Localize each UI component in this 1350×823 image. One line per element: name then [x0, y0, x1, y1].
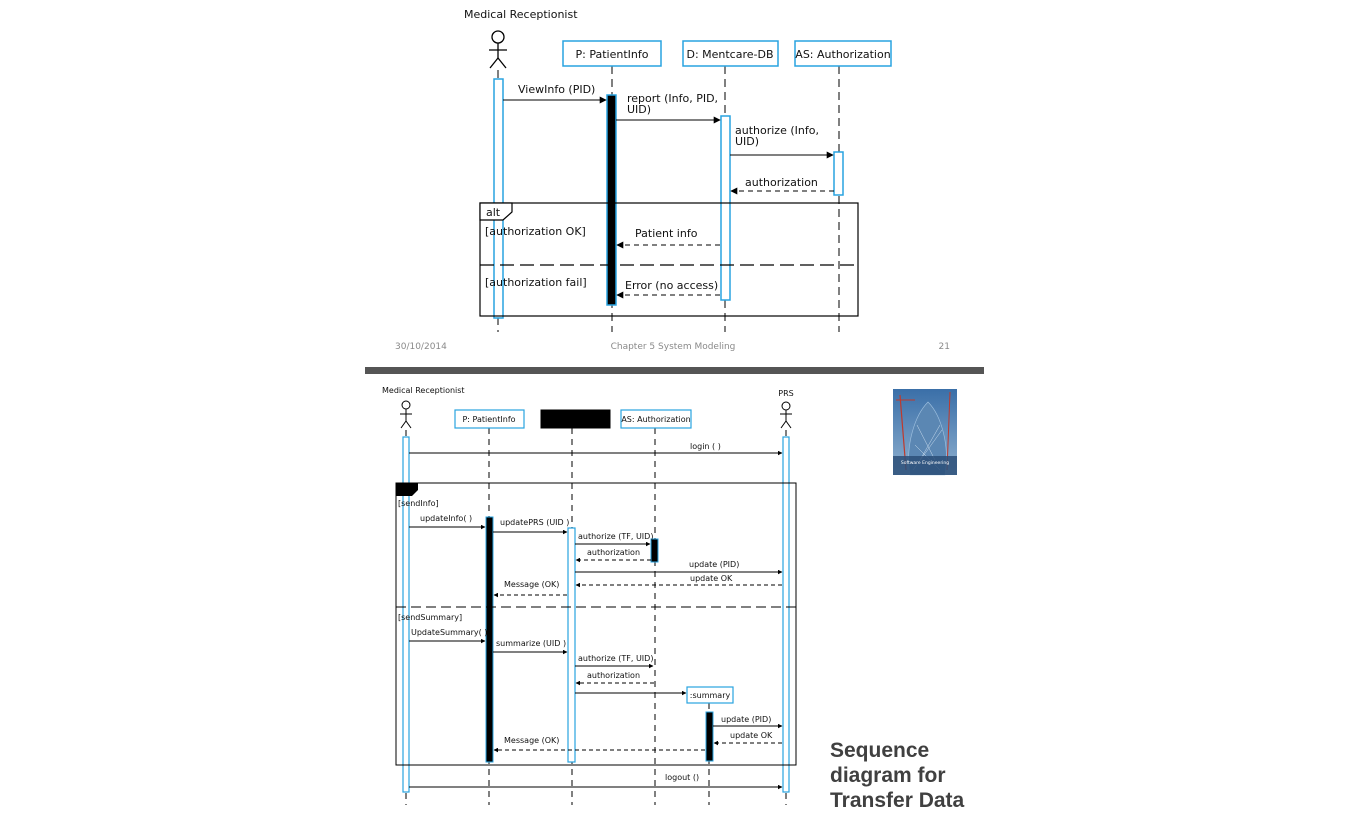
actor-right-icon	[780, 401, 792, 429]
message-authorize-2: authorize (TF, UID)	[578, 654, 653, 663]
lifeline-box-authorization-2	[620, 409, 692, 429]
actor-icon	[489, 30, 507, 69]
lifeline-box-patientinfo	[562, 40, 662, 67]
message-updateprs: updatePRS (UID )	[500, 518, 569, 527]
message-logout: logout ()	[665, 773, 699, 782]
activation-prs	[782, 436, 790, 793]
message-login: login ( )	[690, 442, 721, 451]
actor-left-name: Medical Receptionist	[382, 386, 465, 395]
slide-divider	[365, 367, 984, 374]
actor-right-name: PRS	[778, 389, 793, 398]
lifeline-label-authorization-2: AS: Authorization	[621, 415, 690, 424]
message-authorization: authorization	[745, 176, 818, 189]
lifeline-label-mentcare-db: D: Mentcare-DB	[686, 48, 773, 61]
lifeline-label-patientinfo: P: PatientInfo	[576, 48, 649, 61]
lifelines-2	[405, 428, 787, 805]
alt-fragment-tab	[479, 202, 513, 221]
summary-object-box	[686, 686, 734, 704]
activation-mentcare-db	[720, 115, 731, 301]
caption-line-2: diagram for	[830, 764, 946, 787]
activation-authorization	[833, 151, 844, 196]
lifeline-box-patientinfo-2	[454, 409, 525, 429]
alt-operator: alt	[486, 206, 501, 219]
lifeline-box-authorization	[794, 40, 892, 67]
actor-name: Medical Receptionist	[464, 8, 578, 21]
guard-send-summary: [sendSummary]	[398, 613, 462, 622]
lifelines	[497, 66, 840, 332]
message-authorize-1: authorize (TF, UID)	[578, 532, 653, 541]
message-update-pid-1: update (PID)	[689, 560, 739, 569]
activation-patientinfo	[606, 94, 617, 306]
book-cover-image: Software Engineering	[893, 389, 957, 476]
footer-page-number: 21	[939, 342, 950, 352]
message-message-ok-1: Message (OK)	[504, 580, 559, 589]
footer-date: 30/10/2014	[395, 342, 447, 352]
message-report-line2: UID)	[627, 103, 651, 116]
message-updatesummary: UpdateSummary( )	[411, 628, 487, 637]
message-authorization-2: authorization	[587, 671, 640, 680]
caption-line-1: Sequence	[830, 739, 930, 762]
caption-line-3: Transfer Data	[830, 789, 965, 812]
guard-ok: [authorization OK]	[485, 225, 586, 238]
lifeline-box-mentcare-db	[682, 40, 779, 67]
activation-receptionist	[493, 78, 504, 319]
footer-chapter: Chapter 5 System Modeling	[611, 342, 736, 352]
activation-patientinfo-2	[485, 516, 494, 763]
activation-summary	[705, 711, 714, 762]
lifeline-label-patientinfo-2: P: PatientInfo	[462, 415, 515, 424]
activation-hidden-lifeline	[567, 527, 576, 763]
actor-left-icon	[400, 400, 412, 429]
message-patientinfo: Patient info	[635, 227, 698, 240]
summary-object-label: :summary	[690, 691, 731, 700]
guard-send-info: [sendInfo]	[398, 499, 439, 508]
message-updateinfo: updateInfo( )	[420, 514, 472, 523]
redacted-lifeline-box	[540, 409, 611, 429]
message-error: Error (no access)	[625, 279, 718, 292]
alt-fragment	[479, 202, 859, 317]
slide-2: Medical Receptionist PRS P: Patie	[382, 386, 957, 805]
book-cover-title: Software Engineering	[901, 460, 949, 466]
message-summarize: summarize (UID )	[496, 639, 566, 648]
lifeline-label-authorization: AS: Authorization	[795, 48, 890, 61]
slide-caption: Sequence diagram for Transfer Data	[830, 738, 1020, 813]
message-update-ok-2: update OK	[730, 731, 773, 740]
message-update-ok-1: update OK	[690, 574, 733, 583]
message-authorize-line2: UID)	[735, 135, 759, 148]
message-update-pid-2: update (PID)	[721, 715, 771, 724]
message-viewinfo: ViewInfo (PID)	[518, 83, 595, 96]
message-authorize-line1: authorize (Info,	[735, 124, 819, 137]
slide-1: Medical Receptionist P: PatientInfo D: M…	[395, 8, 950, 352]
guard-fail: [authorization fail]	[485, 276, 587, 289]
activation-receptionist-2	[402, 436, 410, 793]
loop-fragment	[395, 482, 797, 766]
message-message-ok-2: Message (OK)	[504, 736, 559, 745]
message-authorization-1: authorization	[587, 548, 640, 557]
activation-authorization-2	[650, 538, 659, 563]
fragment-tab	[396, 483, 418, 496]
message-report-line1: report (Info, PID,	[627, 92, 718, 105]
